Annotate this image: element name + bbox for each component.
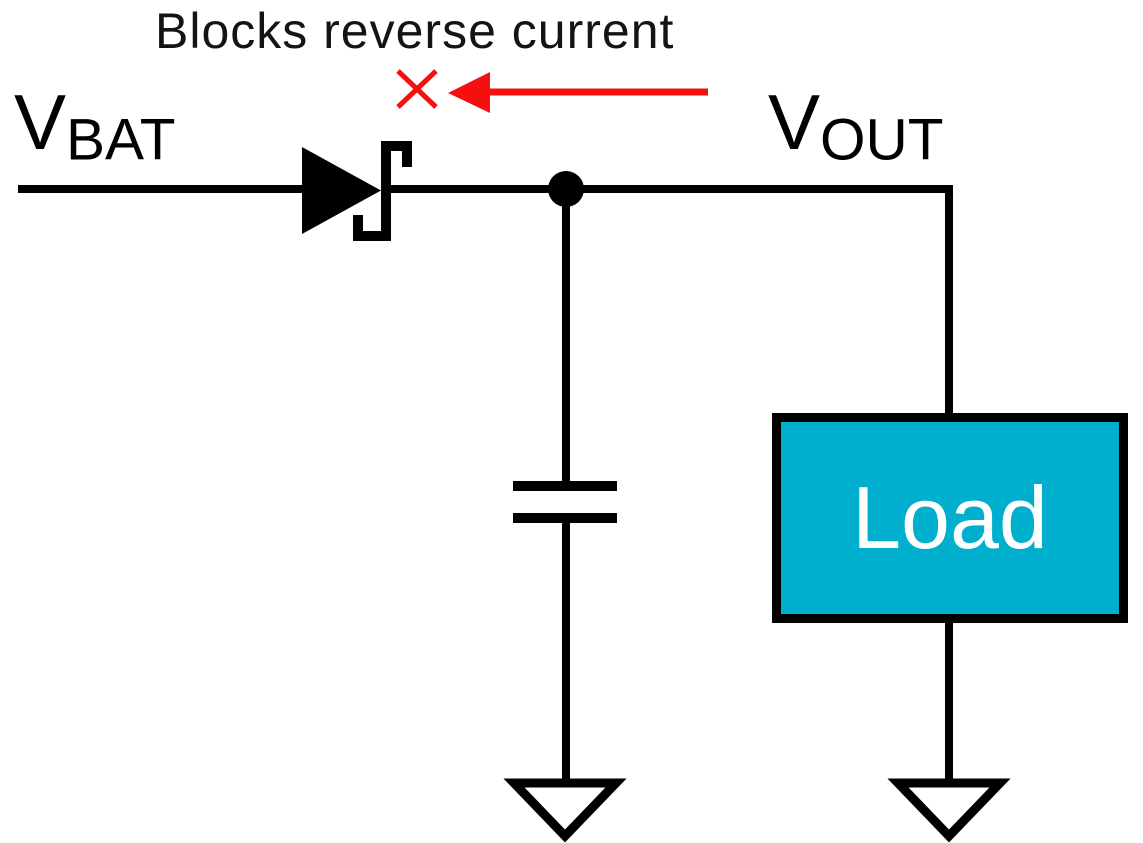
ground-left-icon	[503, 778, 627, 843]
load-label: Load	[852, 468, 1048, 567]
label-vout: VOUT	[768, 83, 944, 170]
reverse-current-arrowhead-icon	[448, 72, 490, 113]
vout-subscript: OUT	[820, 107, 944, 173]
blocked-x-icon	[396, 69, 438, 109]
ground-right-icon	[887, 778, 1011, 843]
vout-main: V	[768, 78, 821, 166]
annotation-blocks-reverse-current: Blocks reverse current	[155, 3, 675, 59]
vbat-subscript: BAT	[66, 107, 176, 173]
vbat-main: V	[14, 78, 67, 166]
wire-diode-to-load	[386, 185, 953, 415]
label-vbat: VBAT	[14, 83, 175, 170]
load-box: Load	[772, 413, 1128, 623]
schottky-diode-icon	[302, 147, 381, 234]
